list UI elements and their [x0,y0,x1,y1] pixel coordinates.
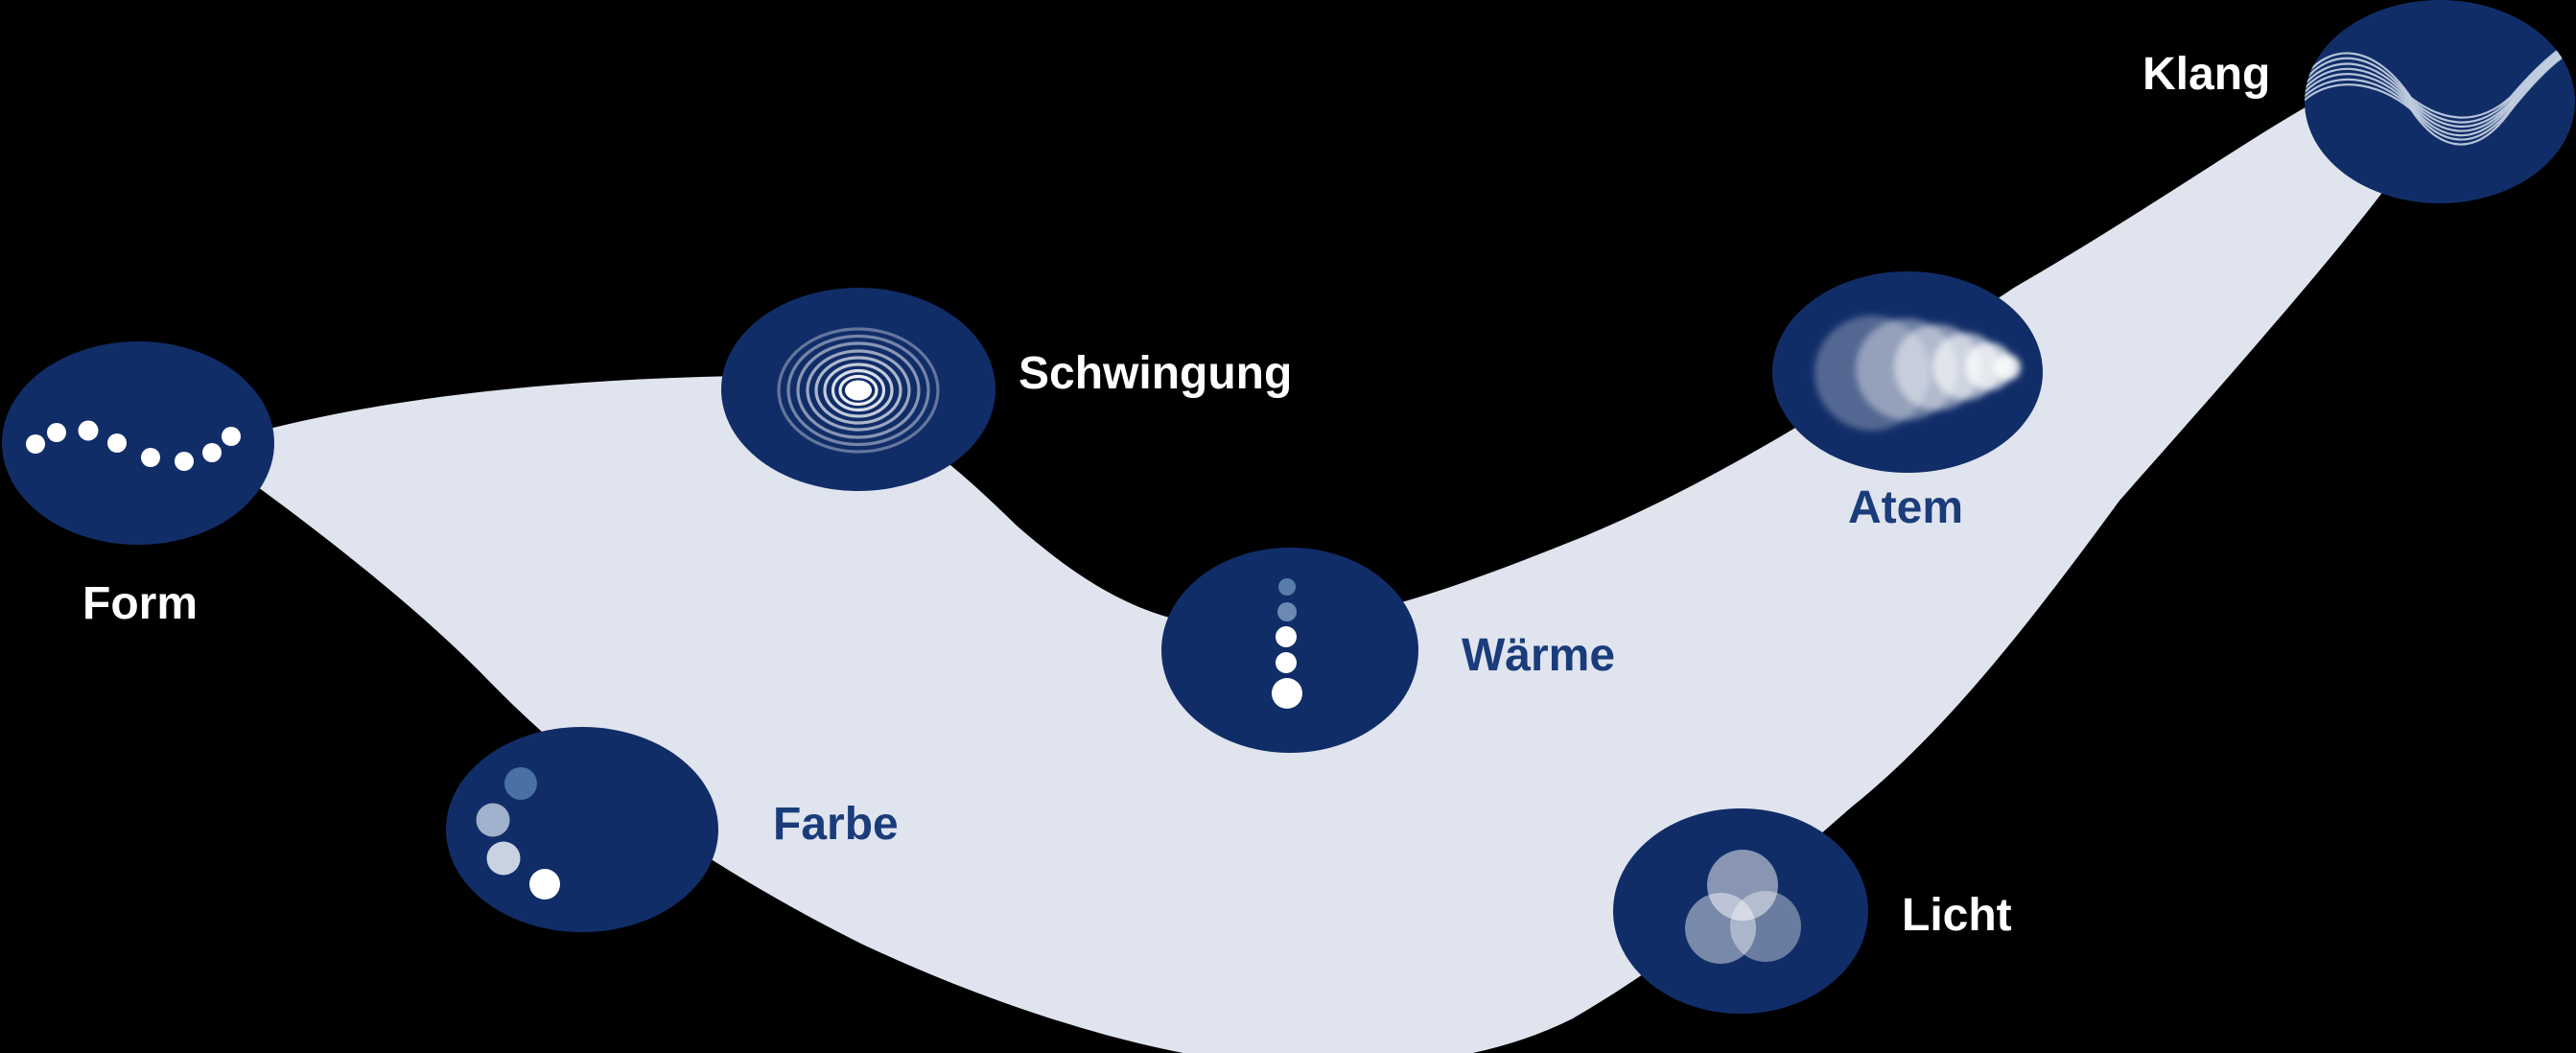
waerme-ellipse [1161,548,1418,753]
label-farbe: Farbe [773,799,899,850]
concentric-rings-icon [777,327,940,454]
rising-dots-icon [1272,578,1302,709]
connecting-ribbon [192,92,2417,1053]
node-waerme [1161,548,1418,753]
node-atem [1772,271,2043,473]
node-schwingung [721,288,995,491]
node-form [2,341,274,545]
overlapping-circles-icon [1685,850,1801,964]
sound-wave-icon [2305,36,2575,146]
label-klang: Klang [2143,49,2271,100]
label-form: Form [82,578,198,629]
label-waerme: Wärme [1462,630,1616,681]
label-schwingung: Schwingung [1019,348,1293,399]
form-ellipse [2,341,274,545]
breath-comet-icon [1815,316,2021,431]
label-licht: Licht [1902,890,2012,941]
node-klang [2305,0,2575,203]
gradient-dots-icon [476,767,560,900]
label-atem: Atem [1848,482,1964,533]
node-licht [1613,808,1868,1014]
klang-ellipse [2305,0,2575,203]
node-farbe [446,727,718,932]
dotted-wave-icon [26,420,241,471]
